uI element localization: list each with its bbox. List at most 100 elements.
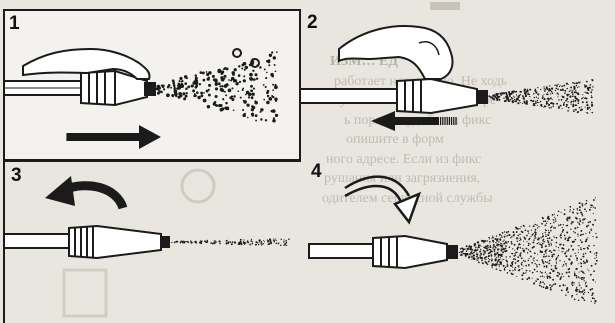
spray-dot: [589, 251, 591, 253]
spray-dot: [562, 89, 564, 91]
spray-dot: [500, 263, 502, 265]
spray-dot: [591, 205, 593, 207]
spray-dot: [591, 79, 592, 80]
spray-dot: [246, 104, 249, 107]
spray-dot: [554, 283, 556, 285]
spray-dot: [575, 253, 576, 254]
spray-dot: [469, 245, 470, 246]
spray-dot: [561, 290, 563, 292]
spray-dot: [212, 75, 215, 78]
spray-dot: [484, 241, 486, 243]
spray-dot: [509, 96, 511, 98]
spray-dot: [586, 98, 588, 100]
spray-dot: [533, 283, 535, 285]
spray-dot: [501, 235, 502, 236]
spray-dot: [520, 94, 521, 95]
spray-dot: [535, 102, 537, 104]
spray-dot: [245, 66, 248, 69]
spray-dot: [523, 245, 524, 246]
spray-dot: [466, 249, 467, 250]
spray-dot: [498, 259, 499, 260]
spray-dot: [565, 100, 567, 102]
spray-dot: [502, 232, 504, 234]
spray-dot: [496, 268, 498, 270]
spray-dot: [588, 270, 589, 271]
spray-dot: [538, 226, 539, 227]
spray-dot: [589, 209, 591, 211]
spray-dot: [523, 272, 525, 274]
spray-dot: [265, 119, 267, 121]
spray-dot: [564, 90, 566, 92]
spray-dot: [500, 257, 501, 258]
spray-dot: [549, 260, 551, 262]
spray-dot: [465, 248, 466, 249]
spray-dot: [537, 243, 538, 244]
spray-dot: [489, 249, 490, 250]
spray-dot: [516, 276, 517, 277]
spray-dot: [486, 240, 487, 241]
spray-dot: [562, 231, 564, 233]
spray-dot: [252, 241, 253, 242]
spray-dot: [468, 256, 470, 258]
spray-dot: [264, 241, 265, 242]
spray-dot: [569, 268, 571, 270]
spray-dot: [512, 248, 513, 249]
spray-dot: [219, 240, 221, 242]
spray-dot: [528, 258, 529, 259]
spray-dot: [577, 222, 578, 223]
spray-dot: [237, 90, 239, 92]
spray-dot: [183, 97, 186, 100]
spray-dot: [484, 251, 486, 253]
spray-dot: [480, 249, 481, 250]
spray-dot: [578, 102, 580, 104]
spray-dot: [587, 269, 588, 270]
spray-dot: [489, 238, 490, 239]
spray-dot: [267, 244, 268, 245]
spray-dot: [480, 246, 481, 247]
spray-dot: [203, 79, 206, 82]
spray-dot: [586, 261, 588, 263]
spray-dot: [591, 96, 593, 98]
spray-dot: [496, 99, 498, 101]
spray-dot: [550, 227, 551, 228]
spray-dot: [518, 95, 520, 97]
spray-dot: [580, 266, 582, 268]
spray-dot: [574, 232, 576, 234]
spray-dot: [545, 232, 546, 233]
spray-dot: [478, 245, 480, 247]
step-panel-2: 2: [301, 9, 601, 94]
spray-dot: [564, 213, 566, 215]
spray-dot: [471, 259, 472, 260]
spray-dot: [571, 282, 572, 283]
spray-dot: [573, 101, 574, 102]
spray-dot: [546, 273, 547, 274]
spray-dot: [549, 245, 550, 246]
spray-dot: [551, 265, 552, 266]
spray-dot: [506, 250, 507, 251]
spray-dot: [245, 242, 247, 244]
spray-dot: [533, 239, 534, 240]
spray-dot: [564, 92, 566, 94]
spray-dot: [512, 264, 513, 265]
spray-dot: [492, 247, 494, 249]
spray-dot: [503, 249, 505, 251]
spray-dot: [163, 88, 165, 90]
spray-dot: [517, 102, 519, 104]
spray-dot: [536, 102, 537, 103]
spray-dot: [179, 94, 182, 97]
spray-dot: [500, 250, 502, 252]
spray-dot: [473, 259, 475, 261]
spray-dot: [502, 251, 504, 253]
spray-dot: [560, 85, 561, 86]
spray-dot: [199, 242, 200, 243]
spray-dot: [579, 218, 580, 219]
spray-dot: [549, 246, 550, 247]
spray-dot: [579, 284, 581, 286]
spray-dot: [519, 100, 521, 102]
spray-dot: [560, 244, 561, 245]
spray-dot: [483, 254, 485, 256]
spray-dot: [575, 289, 577, 291]
spray-dot: [587, 112, 588, 113]
spray-dot: [543, 286, 545, 288]
